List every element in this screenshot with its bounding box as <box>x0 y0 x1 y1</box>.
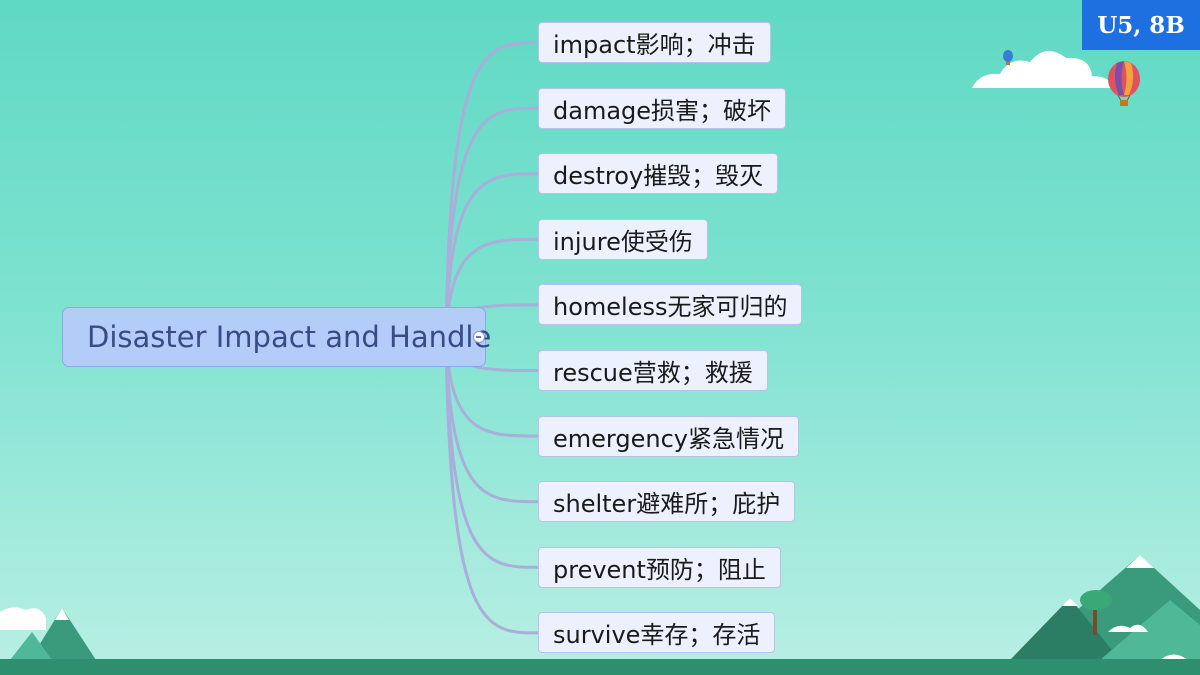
mountain-icon <box>0 607 96 660</box>
hot-air-balloon-icon <box>1108 61 1140 106</box>
branch-node[interactable]: shelter避难所；庇护 <box>538 481 796 522</box>
branch-node[interactable]: destroy摧毁；毁灭 <box>538 153 779 194</box>
branch-node[interactable]: impact影响；冲击 <box>538 22 771 63</box>
mountain-icon <box>1010 555 1200 660</box>
central-topic-label: Disaster Impact and Handle <box>87 320 492 354</box>
collapse-toggle-icon[interactable] <box>473 331 485 343</box>
branch-node[interactable]: emergency紧急情况 <box>538 416 799 457</box>
branch-node[interactable]: damage损害；破坏 <box>538 88 787 129</box>
connector-line <box>444 172 540 339</box>
branch-node[interactable]: survive幸存；存活 <box>538 612 776 653</box>
tree-icon <box>1080 590 1112 635</box>
branch-node[interactable]: injure使受伤 <box>538 219 708 260</box>
hot-air-balloon-icon <box>1003 50 1013 65</box>
cloud-icon <box>972 50 1114 88</box>
branch-node[interactable]: prevent预防；阻止 <box>538 547 781 588</box>
connector-line <box>444 41 540 339</box>
ground-strip <box>0 659 1200 675</box>
connector-line <box>444 237 540 339</box>
branch-node[interactable]: rescue营救；救援 <box>538 350 768 391</box>
connector-line <box>444 106 540 339</box>
unit-badge: U5, 8B <box>1082 0 1200 50</box>
central-topic[interactable]: Disaster Impact and Handle <box>62 307 491 367</box>
connector-line <box>444 335 540 438</box>
connector-line <box>444 335 540 635</box>
branch-node[interactable]: homeless无家可归的 <box>538 284 803 325</box>
